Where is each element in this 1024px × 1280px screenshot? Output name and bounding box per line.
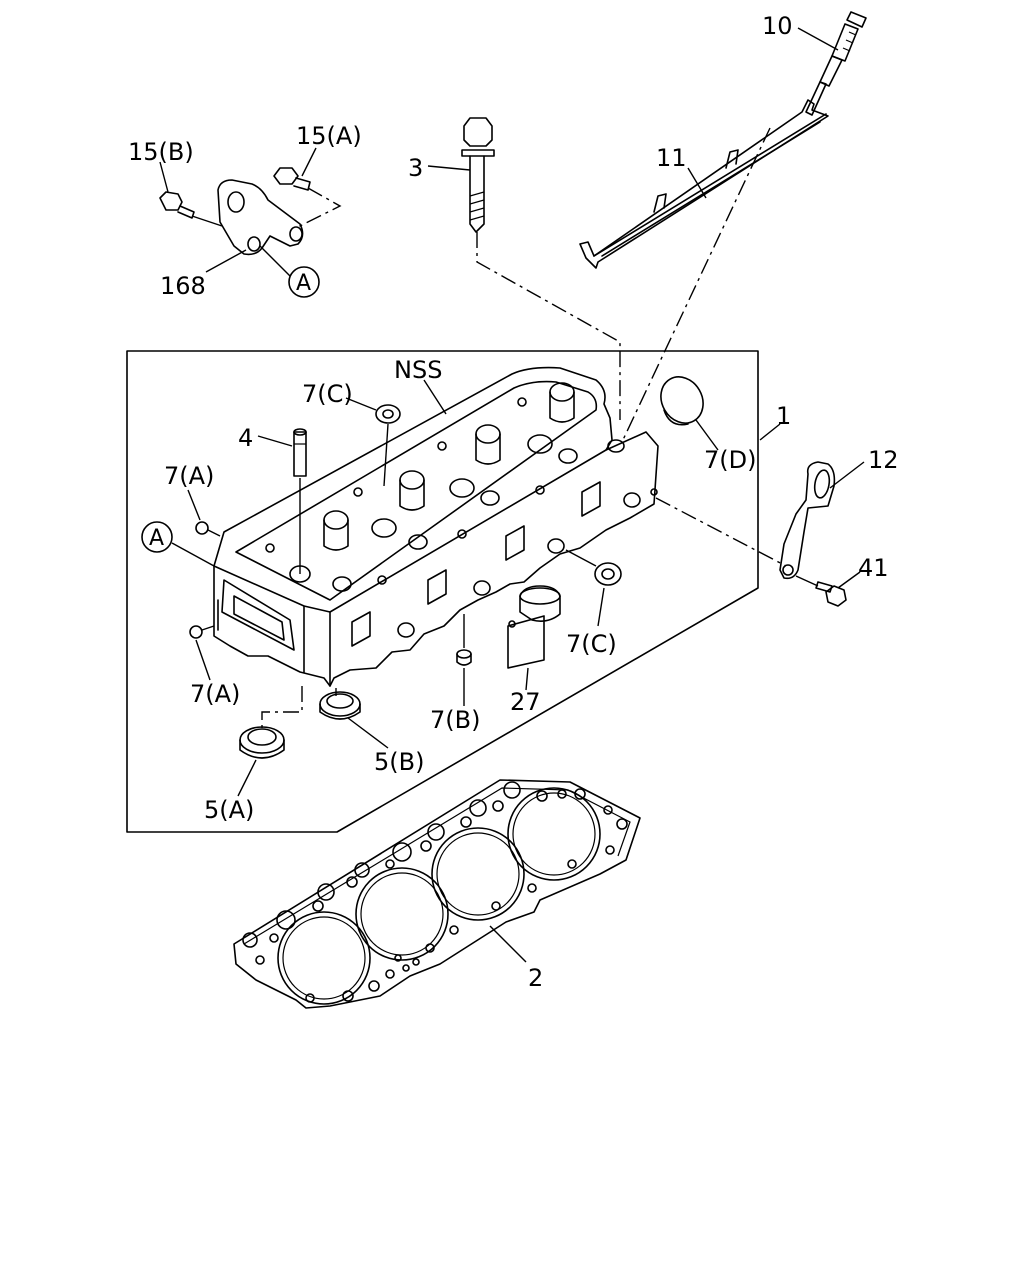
label-1[interactable]: 1 bbox=[776, 402, 791, 430]
leader-7c-right bbox=[597, 587, 605, 627]
part-7a-top-plug[interactable] bbox=[195, 521, 209, 535]
label-7b[interactable]: 7(B) bbox=[430, 706, 480, 734]
label-168[interactable]: 168 bbox=[160, 272, 206, 300]
seal-7c-top-drop bbox=[383, 423, 389, 487]
leader-27 bbox=[525, 667, 529, 691]
seal-5a-centerline bbox=[261, 686, 303, 728]
part-5a-seal-ring[interactable] bbox=[239, 726, 285, 759]
part-168-bracket[interactable] bbox=[217, 179, 304, 256]
part-7d-plug-disc[interactable] bbox=[653, 369, 712, 431]
leader-11 bbox=[687, 167, 707, 199]
leader-7a-top bbox=[187, 489, 201, 521]
leader-2 bbox=[489, 925, 527, 963]
bracket-12-centerline bbox=[655, 497, 787, 567]
plate-11-centerline bbox=[621, 127, 771, 443]
leader-5a bbox=[237, 759, 257, 797]
part-7c-right-seal[interactable] bbox=[594, 562, 622, 586]
label-5a[interactable]: 5(A) bbox=[204, 796, 254, 824]
label-7d[interactable]: 7(D) bbox=[704, 446, 756, 474]
part-10-glow-plug[interactable] bbox=[805, 11, 867, 116]
leader-10 bbox=[797, 27, 839, 51]
part-1-cylinder-head[interactable] bbox=[213, 366, 659, 687]
plug-7a-top-drop bbox=[207, 529, 221, 537]
svg-text:A: A bbox=[296, 271, 311, 296]
label-12[interactable]: 12 bbox=[868, 446, 899, 474]
part-7b-dowel[interactable] bbox=[456, 649, 472, 666]
label-11[interactable]: 11 bbox=[656, 144, 687, 172]
label-27[interactable]: 27 bbox=[510, 688, 541, 716]
label-7c-top[interactable]: 7(C) bbox=[302, 380, 353, 408]
leader-nss bbox=[423, 379, 447, 415]
label-nss[interactable]: NSS bbox=[394, 356, 442, 384]
leader-15b bbox=[159, 161, 169, 193]
leader-168 bbox=[205, 249, 247, 273]
label-7c-right[interactable]: 7(C) bbox=[566, 630, 617, 658]
label-7a-top[interactable]: 7(A) bbox=[164, 462, 214, 490]
label-10[interactable]: 10 bbox=[762, 12, 793, 40]
part-7a-bottom-plug[interactable] bbox=[189, 625, 203, 639]
part-41-bolt[interactable] bbox=[815, 581, 847, 607]
label-5b[interactable]: 5(B) bbox=[374, 748, 424, 776]
leader-1 bbox=[759, 423, 781, 441]
ref-a-top-marker[interactable]: A bbox=[288, 266, 320, 298]
part-15b-bolt[interactable] bbox=[159, 191, 195, 219]
leader-7c-top bbox=[345, 397, 377, 411]
part-3-head-bolt[interactable] bbox=[461, 117, 495, 233]
seal-7c-right-link bbox=[565, 549, 597, 567]
part-11-connector-plate[interactable] bbox=[579, 99, 829, 269]
bolt-15a-centerline bbox=[295, 187, 342, 229]
label-3[interactable]: 3 bbox=[408, 154, 423, 182]
plug-7a-bottom-drop bbox=[201, 625, 215, 631]
label-15b[interactable]: 15(B) bbox=[128, 138, 194, 166]
part-15a-bolt[interactable] bbox=[273, 167, 311, 191]
leader-3 bbox=[427, 165, 471, 171]
leader-12 bbox=[829, 461, 865, 489]
label-4[interactable]: 4 bbox=[238, 424, 253, 452]
part-4-valve-guide[interactable] bbox=[293, 428, 307, 477]
leader-4 bbox=[257, 435, 293, 447]
leader-7d bbox=[695, 419, 719, 451]
assembly-frame bbox=[126, 350, 759, 833]
label-41[interactable]: 41 bbox=[858, 554, 889, 582]
part-27-cap[interactable] bbox=[507, 585, 561, 669]
bolt-3-centerline bbox=[476, 232, 621, 420]
label-15a[interactable]: 15(A) bbox=[296, 122, 362, 150]
svg-text:A: A bbox=[149, 526, 164, 551]
label-2[interactable]: 2 bbox=[528, 964, 543, 992]
bolt-41-centerline bbox=[795, 575, 819, 587]
part-12-hanger-bracket[interactable] bbox=[779, 461, 836, 580]
leader-7a-bottom bbox=[195, 639, 211, 681]
leader-15a bbox=[301, 147, 317, 177]
leader-ref-a-top bbox=[259, 245, 291, 277]
part-2-head-gasket[interactable] bbox=[233, 779, 641, 1009]
leader-ref-a-main bbox=[171, 542, 215, 567]
part-5b-seal-ring[interactable] bbox=[319, 691, 361, 720]
ref-a-main-marker[interactable]: A bbox=[141, 521, 173, 553]
leader-41 bbox=[837, 571, 861, 589]
bolt-15b-centerline bbox=[191, 215, 223, 227]
leader-5b bbox=[347, 717, 389, 749]
label-7a-bottom[interactable]: 7(A) bbox=[190, 680, 240, 708]
part-7c-top-seal[interactable] bbox=[375, 404, 401, 424]
